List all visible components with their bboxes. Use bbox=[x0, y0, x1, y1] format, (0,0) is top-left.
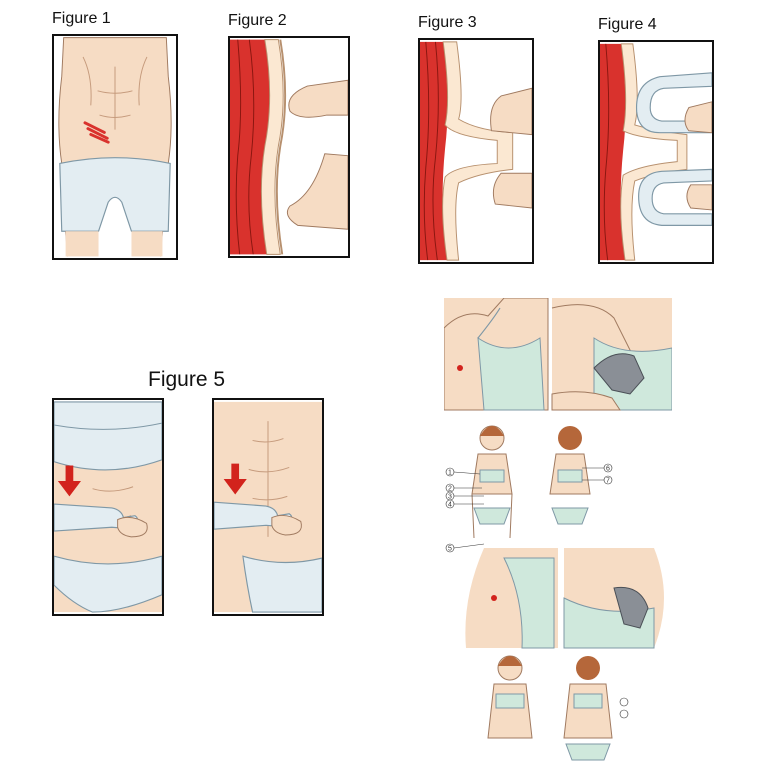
marker-6: 6 bbox=[582, 463, 613, 473]
arrow-icon bbox=[57, 465, 81, 497]
svg-text:1: 1 bbox=[448, 470, 452, 477]
svg-text:4: 4 bbox=[448, 502, 452, 509]
caliper-upper-arm bbox=[636, 72, 712, 134]
figure-5-right-panel bbox=[212, 398, 324, 616]
caliper-lower-arm bbox=[638, 168, 712, 226]
svg-text:7: 7 bbox=[606, 478, 610, 485]
marker-4: 4 bbox=[445, 499, 484, 509]
thumb-bottom bbox=[286, 153, 348, 230]
figure-1-label: Figure 1 bbox=[52, 10, 111, 27]
figure-5-label: Figure 5 bbox=[148, 368, 226, 391]
svg-text:5: 5 bbox=[448, 546, 452, 553]
skin-layer-pinch-illustration bbox=[230, 39, 348, 255]
caliper-fold-illustration bbox=[600, 43, 712, 261]
figure-3-panel bbox=[418, 38, 534, 264]
svg-text:2: 2 bbox=[448, 486, 452, 493]
abdomen-illustration bbox=[58, 37, 172, 257]
figure-2-panel bbox=[228, 36, 350, 258]
marker-1: 1 bbox=[445, 467, 481, 477]
waist-caliper-front-illustration bbox=[54, 401, 162, 613]
measurement-sites-sheet: 1 2 3 4 5 6 7 bbox=[444, 298, 672, 764]
waist-caliper-side-illustration bbox=[214, 401, 322, 613]
figure-4-label: Figure 4 bbox=[598, 16, 657, 33]
figure-5-left-panel bbox=[52, 398, 164, 616]
marker-7: 7 bbox=[582, 475, 613, 485]
caliper bbox=[593, 353, 645, 395]
measurement-dot bbox=[491, 595, 497, 601]
figure-2-label: Figure 2 bbox=[228, 12, 287, 29]
marker-3: 3 bbox=[445, 491, 484, 501]
marker-2: 2 bbox=[445, 483, 482, 493]
svg-text:6: 6 bbox=[606, 466, 610, 473]
skin-fold-illustration bbox=[420, 41, 532, 261]
skin-fold bbox=[442, 41, 514, 261]
svg-text:3: 3 bbox=[448, 494, 452, 501]
arrow-icon bbox=[223, 463, 247, 495]
marker-5: 5 bbox=[445, 543, 485, 553]
finger-top bbox=[288, 79, 348, 118]
figure-1-panel bbox=[52, 34, 178, 260]
figure-3-label: Figure 3 bbox=[418, 14, 477, 31]
measurement-dot bbox=[457, 365, 463, 371]
incision-marks bbox=[83, 121, 110, 144]
figure-4-panel bbox=[598, 40, 714, 264]
underwear bbox=[59, 157, 171, 232]
measurement-sites-illustration: 1 2 3 4 5 6 7 bbox=[444, 298, 672, 764]
